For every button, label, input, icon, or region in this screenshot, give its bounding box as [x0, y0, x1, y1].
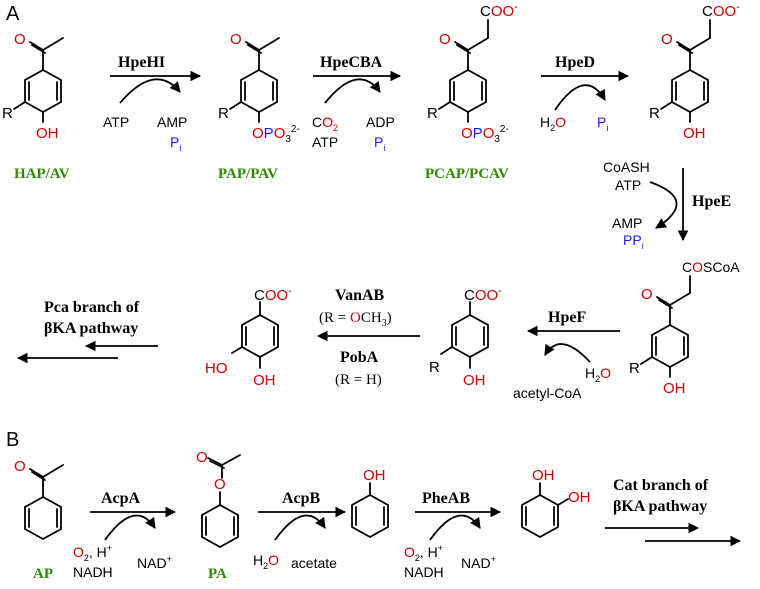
hpehi-cofactor-out: AMP [157, 114, 187, 130]
hpecba-atp: ATP [312, 134, 338, 150]
svg-text:COO-: COO- [464, 286, 502, 304]
svg-text:O: O [14, 458, 26, 475]
hap-structure: O R OH [2, 31, 64, 142]
enzyme-pheab: PheAB [422, 490, 470, 507]
hpef-h2o: H2O [585, 365, 611, 384]
compound-label-hap: HAP/AV [14, 166, 70, 182]
hydroxybenzoylacetate-structure: O COO- R OH [649, 2, 740, 142]
acpa-nadh: NADH [73, 564, 113, 580]
hpecba-co2: CO2 [312, 114, 338, 133]
svg-text:O: O [14, 31, 26, 48]
pheab-nadh: NADH [404, 564, 444, 580]
vanab-poba-reaction: VanAB (R = OCH3) PobA (R = H) [316, 287, 420, 388]
pap-structure: O R OPO32- [218, 31, 300, 145]
svg-text:COO-: COO- [254, 286, 292, 304]
panel-label-a: A [6, 3, 20, 25]
svg-text:OH: OH [36, 125, 59, 142]
acpa-nad: NAD+ [137, 554, 172, 571]
acpb-reaction: AcpB H2O acetate [253, 490, 347, 571]
enzyme-poba: PobA [340, 349, 379, 366]
svg-text:OH: OH [568, 489, 591, 506]
compound-label-ap: AP [33, 566, 53, 582]
svg-text:OH: OH [532, 467, 555, 484]
cat-branch-line1: Cat branch of [613, 477, 709, 494]
svg-text:R: R [629, 360, 640, 377]
hped-reaction: HpeD H2O Pi [540, 54, 630, 133]
compound-label-pap: PAP/PAV [218, 166, 278, 182]
protocatechuate-structure: COO- HO OH [205, 286, 292, 389]
svg-text:R: R [649, 105, 660, 122]
acpb-acetate: acetate [291, 555, 337, 571]
pca-branch-line2: βKA pathway [44, 320, 138, 337]
enzyme-hpehi: HpeHI [118, 54, 165, 71]
pheab-reaction: PheAB O2, H+ NADH NAD+ [404, 490, 502, 580]
hpee-coash: CoASH [603, 159, 650, 175]
compound-label-pa: PA [208, 566, 227, 582]
acpa-o2: O2, H+ [73, 543, 112, 563]
panel-label-b: B [6, 429, 19, 451]
poba-condition: (R = H) [335, 372, 382, 388]
enzyme-vanab: VanAB [335, 287, 385, 304]
svg-text:OH: OH [253, 372, 276, 389]
svg-text:R: R [218, 105, 229, 122]
svg-text:OH: OH [463, 372, 486, 389]
svg-text:O: O [661, 31, 673, 48]
hpecba-pi: Pi [374, 134, 385, 153]
compound-label-pcap: PCAP/PCAV [425, 166, 509, 182]
hpecba-cofactor-out: ADP [366, 114, 395, 130]
svg-text:OH: OH [663, 380, 686, 397]
hydroxybenzoate-structure: COO- R OH [429, 286, 502, 389]
pca-branch-line1: Pca branch of [44, 299, 140, 316]
hpehi-cofactor-in: ATP [103, 114, 129, 130]
acpa-reaction: AcpA O2, H+ NADH NAD+ [73, 490, 177, 580]
pcap-structure: O COO- R OPO32- [427, 2, 518, 145]
enzyme-hped: HpeD [555, 54, 595, 71]
pheab-o2: O2, H+ [404, 543, 443, 563]
hpehi-pi: Pi [170, 134, 181, 153]
svg-text:OPO32-: OPO32- [252, 124, 300, 145]
svg-text:OH: OH [363, 467, 386, 484]
enzyme-hpef: HpeF [548, 309, 586, 326]
hpee-reaction: HpeE CoASH ATP AMP PPi [603, 159, 731, 251]
svg-text:COO-: COO- [702, 2, 740, 20]
svg-text:O: O [439, 31, 451, 48]
hped-pi: Pi [597, 114, 608, 133]
svg-text:R: R [429, 359, 440, 376]
cat-branch: Cat branch of βKA pathway [605, 477, 742, 547]
enzyme-acpa: AcpA [101, 490, 141, 507]
coa-thioester-structure: O COSCoA R OH [629, 259, 740, 397]
svg-text:O: O [641, 286, 653, 303]
hped-h2o: H2O [540, 114, 566, 133]
hpecba-reaction: HpeCBA CO2 ATP ADP Pi [312, 54, 402, 153]
pca-branch: Pca branch of βKA pathway [16, 299, 158, 364]
vanab-condition: (R = OCH3) [319, 310, 392, 329]
catechol-structure: OH OH [521, 467, 591, 539]
pa-structure: O O [196, 449, 241, 549]
svg-text:OPO32-: OPO32- [461, 124, 509, 145]
svg-text:OH: OH [683, 125, 706, 142]
svg-text:R: R [427, 105, 438, 122]
ap-structure: O [14, 458, 64, 541]
svg-text:O: O [214, 476, 226, 493]
svg-text:O: O [230, 31, 242, 48]
enzyme-hpecba: HpeCBA [320, 54, 383, 71]
hpehi-reaction: HpeHI ATP AMP Pi [103, 54, 202, 153]
acpb-h2o: H2O [253, 552, 279, 571]
hpef-reaction: HpeF H2O acetyl-CoA [513, 309, 620, 401]
cat-branch-line2: βKA pathway [613, 498, 707, 515]
phenol-structure: OH [351, 467, 389, 539]
hpee-atp: ATP [615, 177, 641, 193]
svg-text:COSCoA: COSCoA [682, 259, 740, 275]
enzyme-hpee: HpeE [692, 193, 731, 210]
hpee-ppi: PPi [623, 232, 644, 251]
enzyme-acpb: AcpB [282, 490, 321, 507]
hpef-acetyl-coa: acetyl-CoA [513, 385, 582, 401]
hpee-amp: AMP [612, 215, 642, 231]
svg-text:R: R [2, 105, 13, 122]
pheab-nad: NAD+ [461, 554, 496, 571]
svg-text:COO-: COO- [480, 2, 518, 20]
svg-text:HO: HO [205, 360, 228, 377]
svg-text:O: O [196, 449, 208, 466]
